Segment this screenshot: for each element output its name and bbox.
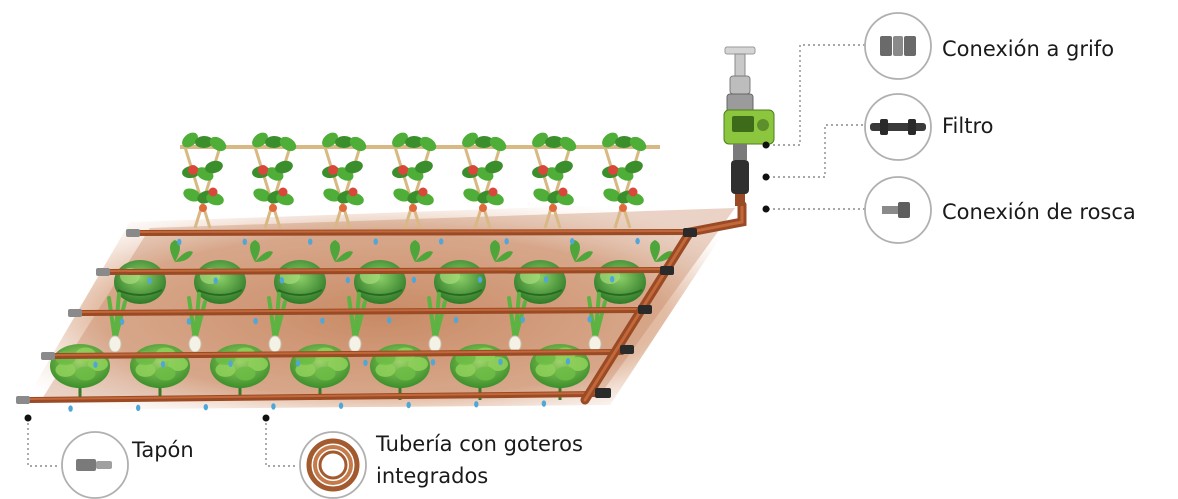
- seedling: [490, 240, 513, 262]
- water-drop: [438, 238, 444, 245]
- end-cap: [96, 268, 110, 276]
- water-drop: [587, 316, 592, 323]
- water-drop: [387, 317, 392, 324]
- onion: [187, 292, 207, 353]
- tomato-plant: [392, 132, 437, 212]
- water-drop: [474, 401, 479, 408]
- water-drop: [160, 361, 166, 368]
- water-drop: [411, 276, 417, 284]
- cabbage: [514, 260, 566, 304]
- seedling: [410, 240, 433, 262]
- tomato-plant: [532, 132, 577, 212]
- cabbage: [114, 260, 166, 304]
- end-cap: [16, 396, 30, 404]
- water-drop: [295, 360, 301, 367]
- water-drop: [213, 277, 218, 284]
- leader-dots: [24, 141, 770, 422]
- water-drop: [338, 402, 344, 409]
- tomato-plant: [182, 132, 227, 212]
- faucet-coupling-icon: [864, 12, 932, 80]
- water-drop: [541, 400, 547, 407]
- seedling: [330, 240, 353, 262]
- water-drop: [177, 238, 182, 246]
- end-cap: [41, 352, 55, 360]
- water-drop: [147, 277, 152, 285]
- water-drop: [406, 401, 411, 409]
- water-drop: [498, 358, 503, 366]
- end-cap-icon: [61, 431, 129, 499]
- water-drop: [320, 317, 325, 324]
- seedling: [170, 240, 193, 262]
- water-drop: [68, 405, 73, 412]
- water-drop: [565, 358, 571, 365]
- cabbage: [434, 260, 486, 304]
- water-drop: [242, 238, 247, 246]
- end-cap: [68, 309, 82, 317]
- seedling: [570, 240, 593, 262]
- faucet-timer-assembly: [723, 46, 775, 206]
- water-drop: [430, 359, 436, 366]
- water-drop: [504, 238, 509, 245]
- seedling: [250, 240, 273, 262]
- water-drop: [373, 238, 378, 245]
- water-drop: [119, 318, 125, 325]
- cabbage: [354, 260, 406, 304]
- filter-label: Filtro: [942, 114, 994, 138]
- tomato-plant: [322, 132, 367, 212]
- inline-filter-icon: [864, 93, 932, 161]
- water-drop: [186, 318, 192, 325]
- water-drop: [271, 403, 276, 410]
- drip-line: [68, 307, 646, 325]
- water-drop: [520, 316, 525, 323]
- water-drop: [93, 361, 98, 368]
- water-drop: [253, 317, 258, 325]
- water-drop: [135, 404, 141, 412]
- faucet-connection-label: Conexión a grifo: [942, 37, 1115, 61]
- tomato-plant: [252, 132, 297, 212]
- manifold-pipe: [580, 200, 747, 405]
- water-drop: [543, 276, 549, 283]
- water-drop: [453, 316, 459, 324]
- onion: [427, 292, 447, 353]
- drip-tube-label: Tubería con goteros integrados: [376, 432, 583, 488]
- end-cap-label: Tapón: [132, 438, 194, 462]
- threaded-fitting-icon: [864, 176, 932, 244]
- tomato-plant: [462, 132, 507, 212]
- water-drop: [279, 277, 284, 284]
- tubing-coil-icon: [299, 431, 367, 499]
- water-drop: [609, 275, 615, 283]
- drip-lines: [16, 229, 693, 412]
- water-drop: [308, 238, 313, 245]
- drip-line: [126, 229, 693, 246]
- water-drop: [477, 276, 483, 283]
- water-drop: [635, 237, 640, 245]
- drip-line: [16, 391, 601, 412]
- thread-connection-label: Conexión de rosca: [942, 200, 1136, 224]
- water-drop: [203, 403, 209, 411]
- drip-line: [96, 267, 668, 285]
- onion: [347, 292, 367, 353]
- cabbage: [594, 260, 646, 304]
- drip-line: [41, 349, 625, 368]
- tomato-row: [180, 132, 660, 229]
- end-cap: [126, 229, 140, 237]
- tomato-plant: [602, 132, 647, 212]
- water-drop: [363, 359, 368, 367]
- cabbage: [194, 260, 246, 304]
- water-drop: [569, 238, 575, 245]
- water-drop: [345, 276, 351, 284]
- onion-row: [107, 292, 607, 353]
- leader-lines: [27, 44, 868, 467]
- seedling: [650, 240, 673, 262]
- water-drop: [228, 360, 233, 367]
